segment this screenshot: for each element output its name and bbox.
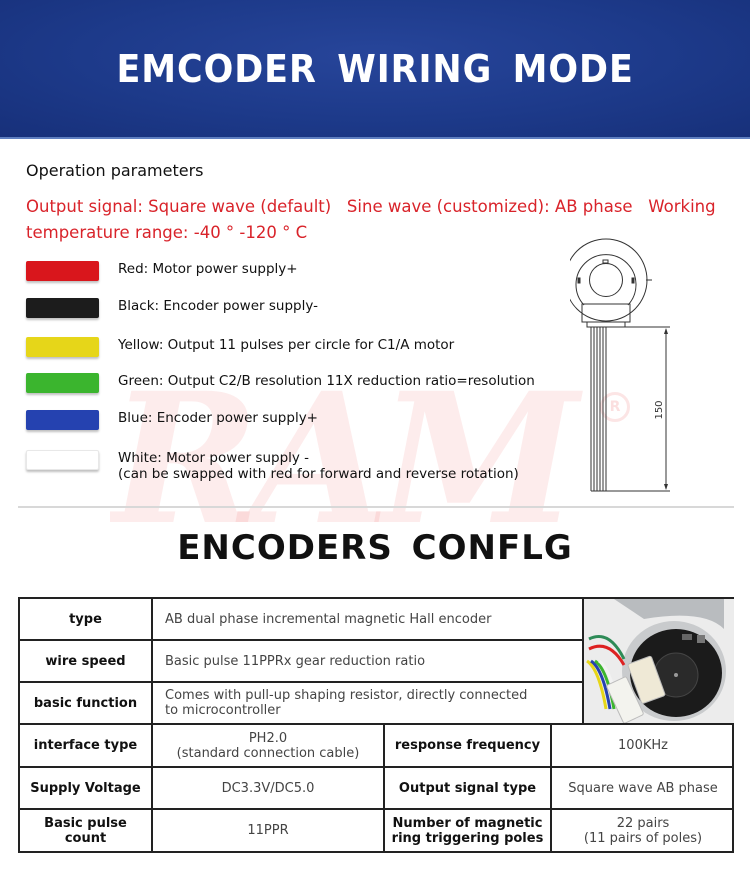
spec-label-output-signal-type: Output signal type [385, 768, 552, 810]
spec-label-basic-function: basic function [20, 683, 153, 725]
spec-value-response-frequency: 100KHz [552, 725, 734, 768]
wire-label: Green: Output C2/B resolution 11X reduct… [118, 373, 535, 389]
dimension-label: 150 [654, 400, 665, 419]
wire-item-blue: Blue: Encoder power supply+ [26, 410, 556, 430]
blue-wire-swatch [26, 410, 99, 430]
wire-label: White: Motor power supply - (can be swap… [118, 450, 519, 482]
spec-value-magnetic-ring-poles: 22 pairs (11 pairs of poles) [583, 815, 703, 846]
wire-item-white: White: Motor power supply - (can be swap… [26, 450, 556, 482]
spec-label-response-frequency: response frequency [385, 725, 552, 768]
wire-item-yellow: Yellow: Output 11 pulses per circle for … [26, 337, 556, 357]
red-wire-swatch [26, 261, 99, 281]
banner-title: EMCODER WIRING MODE [116, 46, 634, 91]
encoder-spec-table: type AB dual phase incremental magnetic … [18, 597, 734, 853]
wire-label: Red: Motor power supply+ [118, 261, 298, 277]
wire-item-green: Green: Output C2/B resolution 11X reduct… [26, 373, 556, 393]
spec-value-output-signal-type: Square wave AB phase [552, 768, 734, 810]
header-banner: EMCODER WIRING MODE [0, 0, 750, 139]
spec-value-basic-function: Comes with pull-up shaping resistor, dir… [153, 683, 584, 725]
operation-parameters-description: Output signal: Square wave (default) Sin… [26, 197, 721, 242]
wire-label: Blue: Encoder power supply+ [118, 410, 318, 426]
spec-label-type: type [20, 599, 153, 641]
spec-label-magnetic-ring-poles: Number of magnetic ring triggering poles [385, 810, 552, 851]
wire-item-black: Black: Encoder power supply- [26, 298, 556, 318]
spec-label-wire-speed: wire speed [20, 641, 153, 683]
black-wire-swatch [26, 298, 99, 318]
yellow-wire-swatch [26, 337, 99, 357]
spec-value-supply-voltage: DC3.3V/DC5.0 [153, 768, 385, 810]
white-wire-swatch [26, 450, 99, 470]
wire-label: Yellow: Output 11 pulses per circle for … [118, 337, 455, 353]
spec-value-wire-speed: Basic pulse 11PPRx gear reduction ratio [153, 641, 584, 683]
encoder-dimension-drawing: 150 [570, 238, 670, 492]
spec-value-type: AB dual phase incremental magnetic Hall … [153, 599, 584, 641]
wire-label: Black: Encoder power supply- [118, 298, 318, 314]
encoder-motor-photo [584, 599, 734, 725]
spec-label-interface-type: interface type [20, 725, 153, 768]
wire-item-red: Red: Motor power supply+ [26, 261, 556, 281]
spec-label-basic-pulse-count: Basic pulse count [20, 810, 153, 851]
section-divider [18, 506, 734, 508]
spec-value-basic-pulse-count: 11PPR [153, 810, 385, 851]
encoders-config-title: ENCODERS CONFLG [177, 528, 573, 568]
spec-label-supply-voltage: Supply Voltage [20, 768, 153, 810]
green-wire-swatch [26, 373, 99, 393]
spec-value-interface-type: PH2.0 (standard connection cable) [153, 725, 385, 768]
registered-mark-icon: R [600, 392, 630, 422]
operation-parameters-heading: Operation parameters [26, 161, 204, 180]
